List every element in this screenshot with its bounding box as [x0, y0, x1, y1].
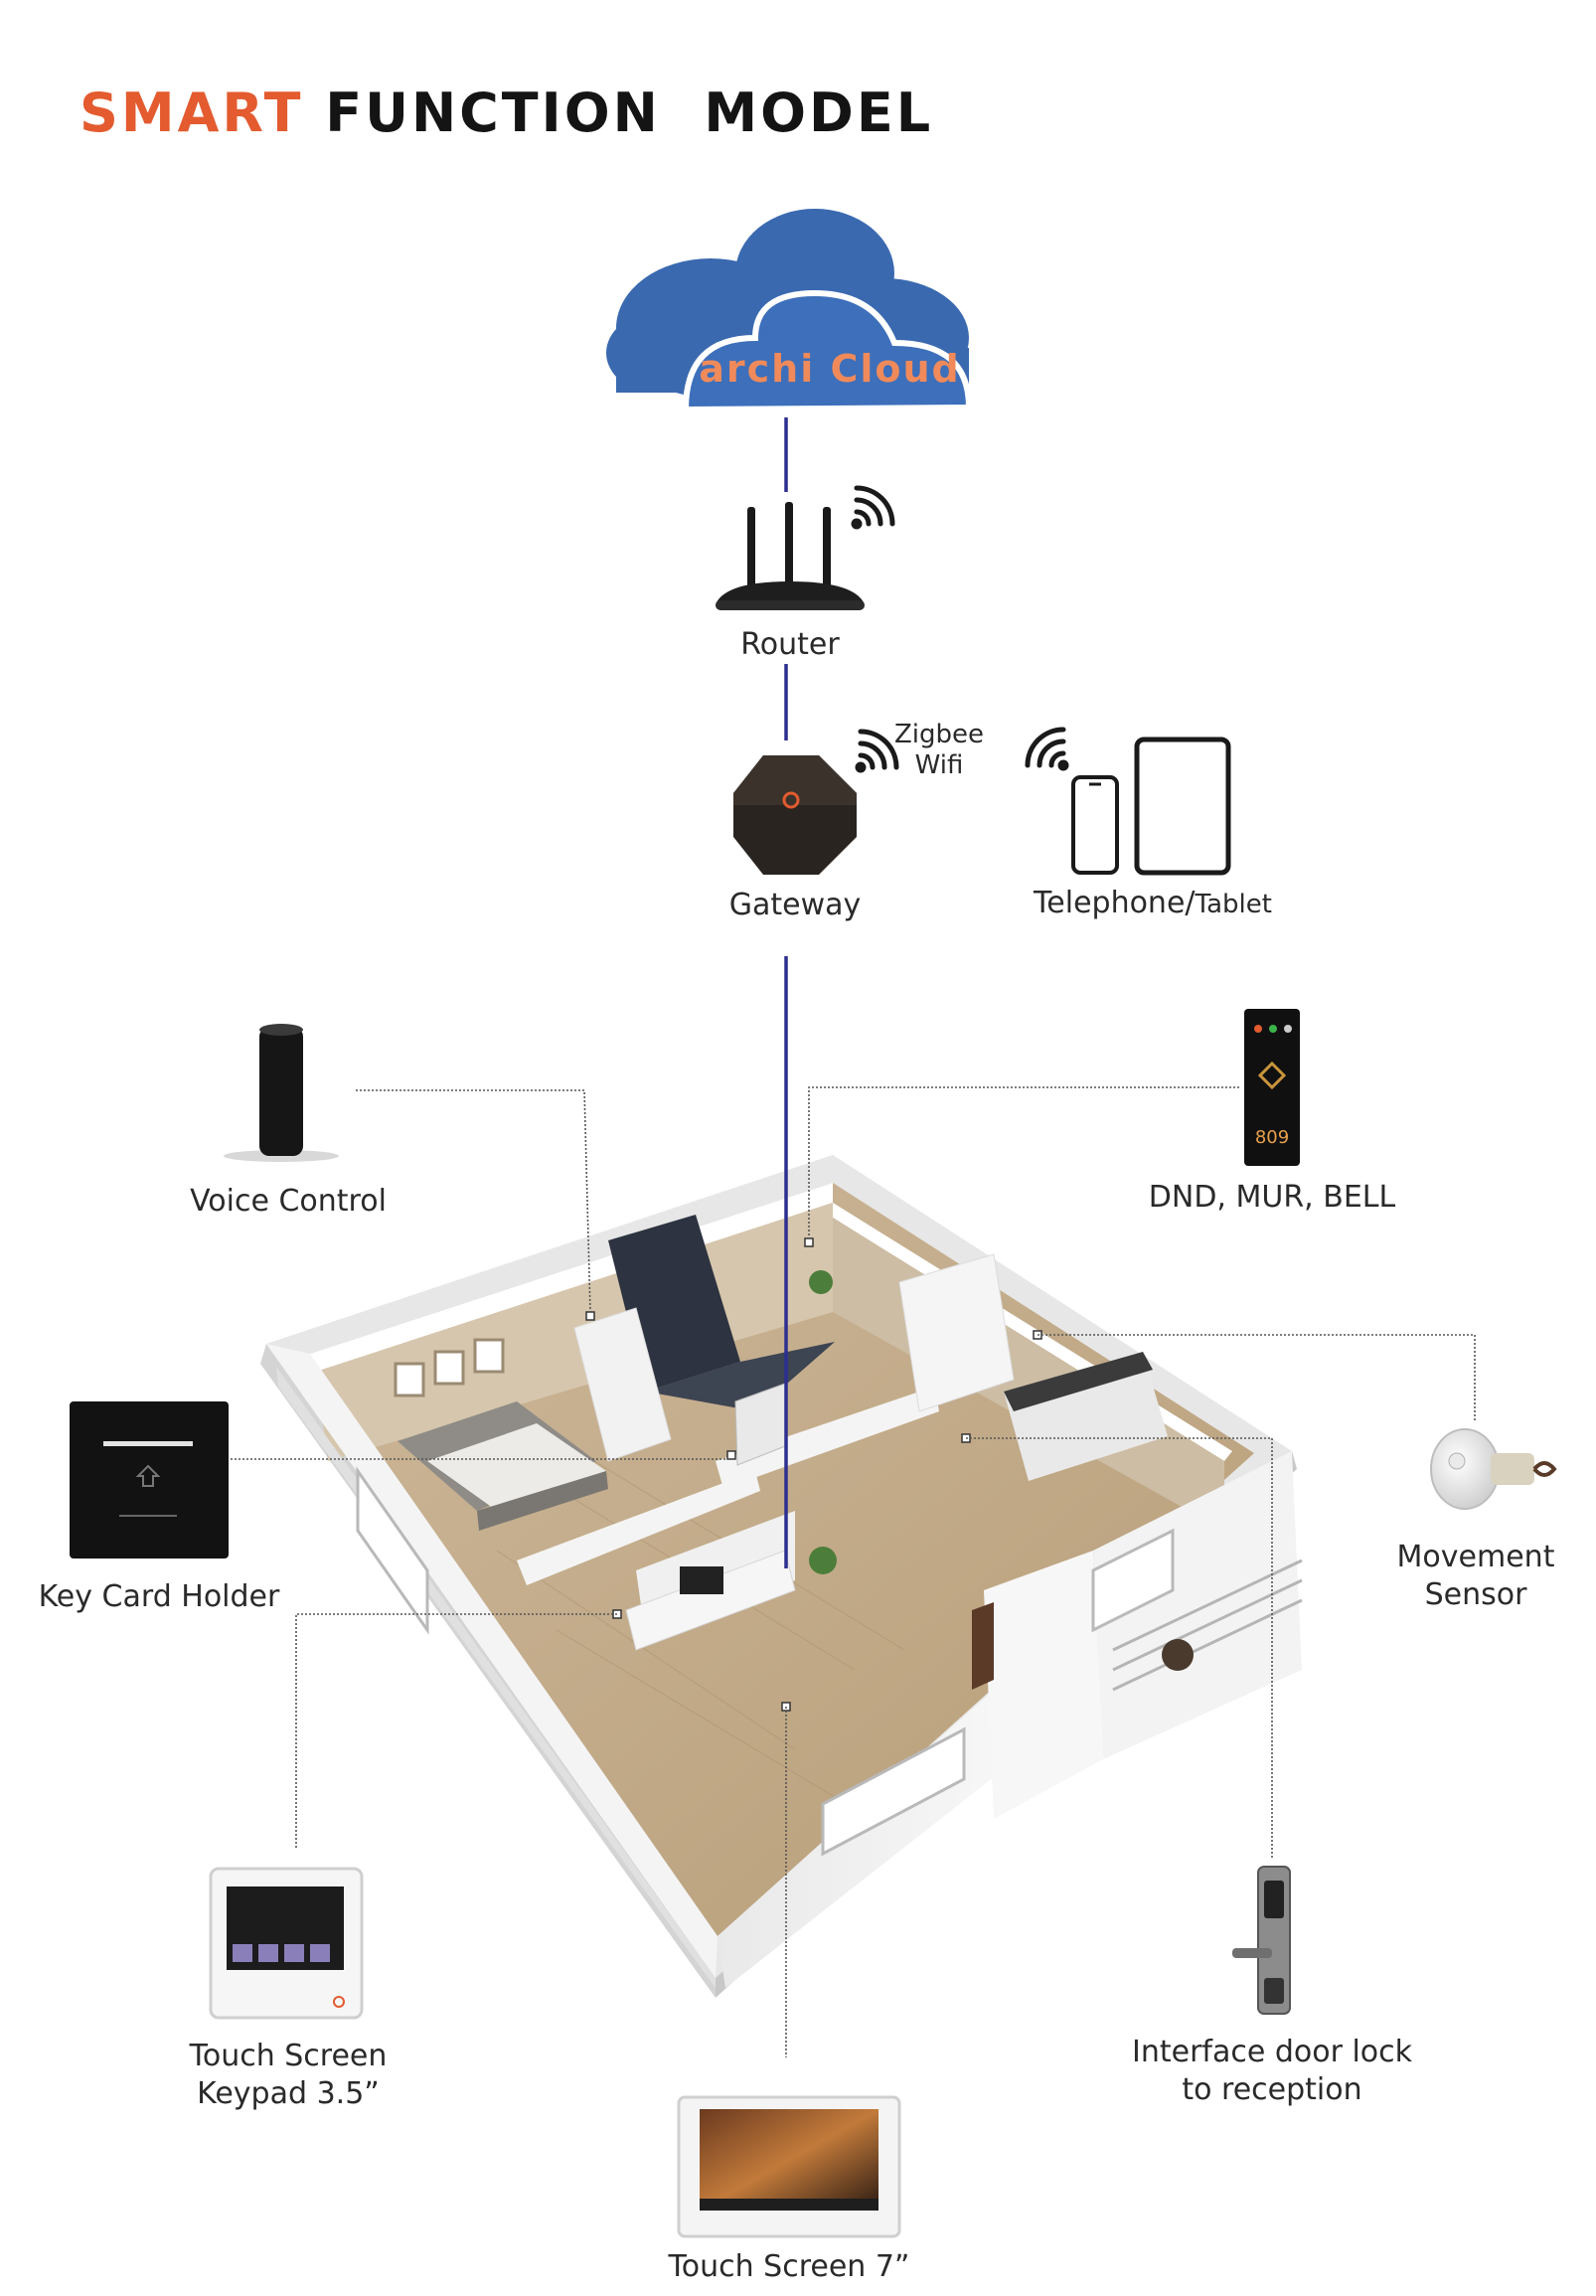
gateway-icon [733, 755, 857, 875]
keypad-icon [209, 1867, 364, 2020]
smart-speaker-icon [224, 1024, 339, 1162]
phone-tablet-label: Telephone/Tablet [1014, 885, 1292, 923]
gateway-label: Gateway [728, 888, 862, 922]
movement-sensor-label: Movement Sensor [1396, 1540, 1555, 1612]
router-icon [716, 502, 865, 610]
touch-screen-icon [677, 2095, 901, 2238]
voice-control-label: Voice Control [190, 1184, 387, 1219]
title-accent: SMART [80, 82, 304, 144]
cloud-icon [606, 209, 973, 413]
dnd-panel-icon: 809 [1244, 1009, 1300, 1166]
title-rest: FUNCTION MODEL [325, 82, 934, 144]
page-title: SMART FUNCTION MODEL [80, 82, 933, 144]
dnd-label: DND, MUR, BELL [1148, 1180, 1396, 1215]
motion-sensor-icon [1430, 1428, 1557, 1510]
tablet-label: Tablet [1195, 890, 1272, 919]
cloud-label: archi Cloud [699, 347, 961, 391]
phone-icon [1071, 775, 1119, 875]
room-number: 809 [1255, 1127, 1289, 1148]
wifi-icon [855, 729, 899, 773]
touch-screen-7-label: Touch Screen 7” [668, 2249, 910, 2284]
wifi-icon [1025, 727, 1069, 771]
key-card-holder-icon [70, 1401, 229, 1558]
apartment-illustration [260, 1155, 1303, 1998]
tablet-icon [1134, 737, 1231, 876]
door-lock-label: Interface door lock to reception [1131, 2035, 1413, 2107]
keypad-label: Touch Screen Keypad 3.5” [189, 2039, 388, 2111]
wifi-icon [851, 485, 895, 530]
door-lock-icon [1232, 1866, 1291, 2015]
leader-lines [231, 1086, 1476, 2057]
key-card-holder-label: Key Card Holder [38, 1579, 280, 1614]
phone-label: Telephone/ [1034, 886, 1196, 920]
gateway-protocols-label: Zigbee Wifi [893, 720, 985, 780]
router-label: Router [740, 627, 840, 662]
